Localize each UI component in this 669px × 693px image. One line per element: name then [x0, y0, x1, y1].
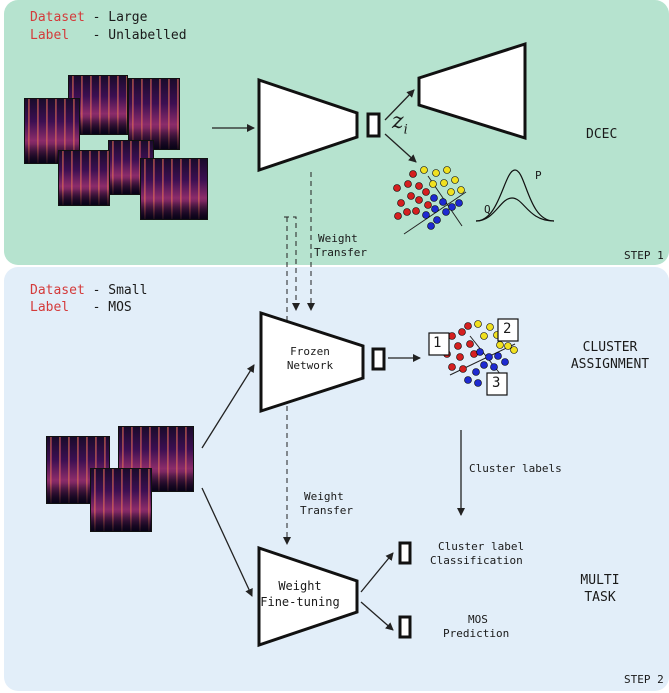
- finetune-line1: Weight: [278, 579, 322, 593]
- latent-subscript: i: [403, 122, 408, 138]
- input-to-finetune-arrow: [201, 487, 253, 597]
- step1-label: STEP 1: [624, 249, 664, 262]
- dataset-key: Dataset: [30, 283, 85, 298]
- cluster-id-2: 2: [503, 321, 512, 337]
- task1-line1: Cluster label: [438, 540, 525, 553]
- step2-dataset-row: Dataset - Small: [30, 283, 147, 299]
- frozen-line1: Frozen: [290, 345, 330, 358]
- decoder-arrow: [384, 89, 415, 121]
- finetune-network-trapezoid: [257, 545, 359, 648]
- transfer1-line1: Weight: [318, 232, 358, 245]
- label-value: - Unlabelled: [92, 28, 187, 43]
- encoder-trapezoid: [257, 77, 359, 173]
- frozen-latent-box: [371, 347, 386, 371]
- multi-task-line1: MULTI: [580, 573, 620, 588]
- dcec-label: DCEC: [586, 127, 618, 142]
- task2-arrow: [360, 601, 394, 631]
- decoder-trapezoid: [417, 41, 527, 141]
- multi-task-line2: TASK: [584, 590, 616, 605]
- label-key: Label: [30, 28, 70, 43]
- latent-symbol: zi: [392, 110, 408, 142]
- input-to-frozen-arrow: [201, 364, 255, 449]
- step1-cluster-plot: [393, 166, 467, 235]
- cluster-arrow: [384, 133, 417, 163]
- task1-line2: Classification: [430, 554, 523, 567]
- latent-z: z: [392, 109, 404, 134]
- cluster-id-box: [486, 372, 508, 396]
- transfer2-line1: Weight: [304, 490, 344, 503]
- task2-output-box: [398, 615, 412, 639]
- cluster-id-box: [428, 332, 450, 356]
- frozen-network-trapezoid: [259, 310, 365, 414]
- cluster-id-3: 3: [492, 375, 501, 391]
- frozen-line2: Network: [286, 359, 334, 372]
- spectrogram: [58, 150, 110, 206]
- cluster-labels-text: Cluster labels: [469, 462, 562, 475]
- task1-output-box: [398, 541, 412, 565]
- dist-p-label: P: [535, 169, 542, 182]
- cluster-id-box: [497, 318, 519, 342]
- cluster-id-1: 1: [433, 335, 442, 351]
- step2-cluster-plot: [428, 318, 519, 396]
- transfer2-line2: Transfer: [300, 504, 353, 517]
- spectrogram: [140, 158, 208, 220]
- step2-label-row: Label - MOS: [30, 300, 132, 316]
- dataset-value: - Large: [92, 10, 148, 25]
- step1-label-row: Label - Unlabelled: [30, 28, 187, 44]
- transfer-arrow-1b: [284, 216, 300, 311]
- dataset-value: - Small: [92, 283, 148, 298]
- label-key: Label: [30, 300, 70, 315]
- spectrogram: [90, 468, 152, 532]
- finetune-line2: Fine-tuning: [260, 595, 340, 609]
- task1-arrow: [360, 552, 394, 593]
- latent-box: [366, 112, 381, 138]
- transfer1-line2: Transfer: [314, 246, 367, 259]
- cluster-assignment-line1: CLUSTER: [582, 340, 638, 355]
- cluster-assignment-line2: ASSIGNMENT: [570, 357, 650, 372]
- step2-label: STEP 2: [624, 673, 664, 686]
- task2-line2: Prediction: [443, 627, 510, 640]
- distribution-curves: [475, 169, 555, 222]
- dataset-key: Dataset: [30, 10, 85, 25]
- dist-q-label: Q: [484, 203, 491, 216]
- step1-dataset-row: Dataset - Large: [30, 10, 147, 26]
- label-value: - MOS: [92, 300, 132, 315]
- task2-line1: MOS: [468, 613, 488, 626]
